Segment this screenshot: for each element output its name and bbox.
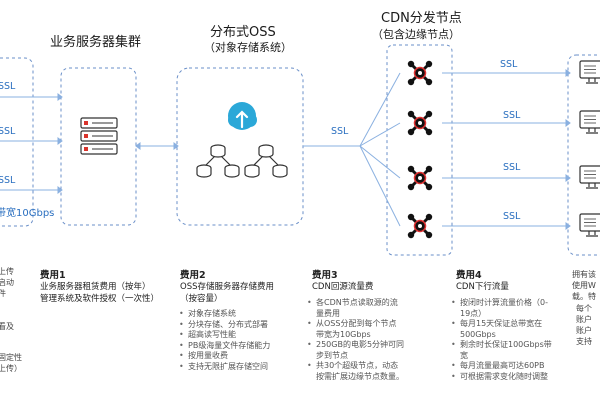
database-tree-icon <box>244 144 288 178</box>
oss-box <box>176 67 304 226</box>
fee2-bullet: 支持无限扩展存储空间 <box>178 362 270 373</box>
left-fragment: 固定性 <box>0 353 22 362</box>
right-fragment: 账户 <box>576 326 592 335</box>
cloud-upload-icon <box>228 102 257 130</box>
monitor-icon <box>579 60 600 84</box>
left-fragment: 件 <box>0 289 6 298</box>
right-fragment: 载。特 <box>572 292 596 301</box>
cdn-title: CDN分发节点 <box>381 11 462 26</box>
fee4-bullet: 每月流量最高可达60PB <box>450 361 552 372</box>
business-cluster-title: 业务服务器集群 <box>50 35 142 50</box>
ssl-label-left-2: SSL <box>0 126 16 137</box>
cdn-node-icon <box>407 165 433 191</box>
right-fragment: 拥有该 <box>572 270 596 279</box>
ssl-label-oss-cdn: SSL <box>331 126 349 137</box>
fee2-subtitle: OSS存储服务器存储费用 <box>180 282 274 292</box>
right-fragment: 使用W <box>572 281 596 290</box>
cdn-node-icon <box>407 60 433 86</box>
fee2-bullet: 按用量收费 <box>178 351 270 362</box>
fee4-subtitle: CDN下行流量 <box>456 282 509 292</box>
monitor-icon <box>579 165 600 189</box>
ssl-label-cdn-3: SSL <box>503 162 521 173</box>
fee2-bullets: 对象存储系统 分块存储、分布式部署 超高读写性能 PB级海量文件存储能力 按用量… <box>178 309 270 372</box>
cdn-client-arrows <box>442 69 571 230</box>
cdn-node-icon <box>407 213 433 239</box>
fee3-subtitle: CDN回源流量费 <box>312 282 374 292</box>
fee2-subtitle2: （按容量） <box>180 294 223 304</box>
left-fragment: 启动 <box>0 278 14 287</box>
fee4-bullet: 可根据需求变化随时调整 <box>450 372 552 383</box>
bandwidth-label: 带宽10Gbps <box>0 208 55 219</box>
server-icon <box>80 117 118 155</box>
cdn-node-icon <box>407 110 433 136</box>
fee4-bullet: 按闭时计算流量价格（0-19点） <box>450 298 552 319</box>
fee3-title: 费用3 <box>312 270 338 281</box>
oss-cdn-lines <box>303 72 401 227</box>
ssl-label-left-3: SSL <box>0 175 16 186</box>
oss-title: 分布式OSS <box>210 25 276 40</box>
client-box-left <box>0 57 34 227</box>
cdn-box <box>386 44 453 256</box>
left-fragment: 上传 <box>0 267 14 276</box>
server-oss-arrow <box>135 142 179 150</box>
right-fragment: 每个 <box>576 304 592 313</box>
business-server-box <box>60 67 137 226</box>
ssl-label-left-1: SSL <box>0 81 16 92</box>
left-fragment: 看及 <box>0 322 14 331</box>
fee1-line: 业务服务器租赁费用（按年） <box>40 282 151 292</box>
monitor-icon <box>579 213 600 237</box>
fee4-title: 费用4 <box>456 270 482 281</box>
cdn-subtitle: （包含边缘节点） <box>372 28 460 41</box>
fee2-bullet: PB级海量文件存储能力 <box>178 341 270 352</box>
database-tree-icon <box>196 144 240 178</box>
monitor-icon <box>579 110 600 134</box>
left-arrows <box>0 93 63 194</box>
right-fragment: 支持 <box>576 337 592 346</box>
fee1-line: 管理系统及软件授权（一次性） <box>40 294 160 304</box>
ssl-label-cdn-1: SSL <box>500 59 518 70</box>
fee2-bullet: 超高读写性能 <box>178 330 270 341</box>
ssl-label-cdn-4: SSL <box>503 211 521 222</box>
fee2-bullet: 分块存储、分布式部署 <box>178 320 270 331</box>
ssl-label-cdn-2: SSL <box>503 110 521 121</box>
fee2-bullet: 对象存储系统 <box>178 309 270 320</box>
fee2-title: 费用2 <box>180 270 206 281</box>
left-fragment: 上传） <box>0 364 22 373</box>
oss-subtitle: （对象存储系统） <box>204 41 292 54</box>
fee1-title: 费用1 <box>40 270 66 281</box>
right-fragment: 账户 <box>576 315 592 324</box>
